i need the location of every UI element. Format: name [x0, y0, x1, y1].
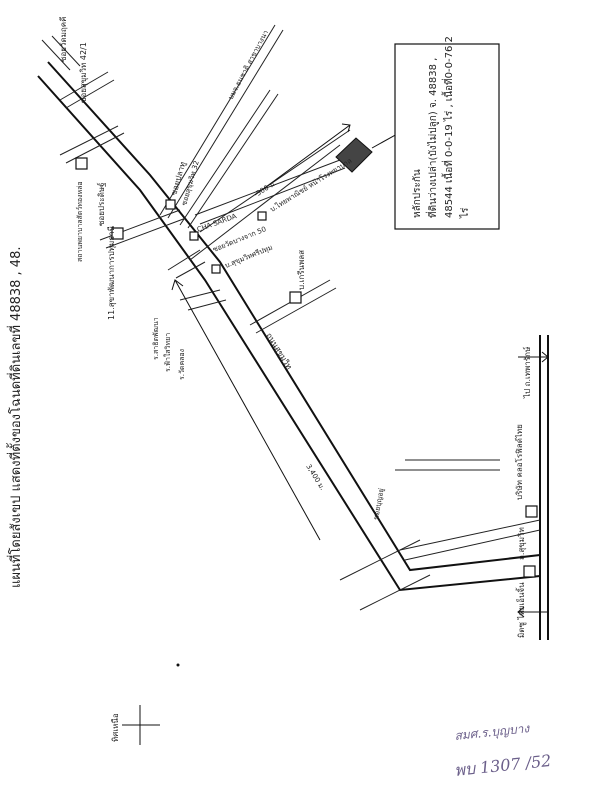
- label-bottom-left: มิตซู ไทยเอ็นจิ้น: [515, 582, 527, 638]
- label-soi-left2: ซอยประดิษฐ์: [96, 183, 106, 226]
- label-soi-top2: ซอยสุขุมวิท 42/1: [79, 42, 88, 103]
- label-tesco: ไป ถ.เทพารักษ์: [522, 347, 532, 399]
- direction-arrows: [171, 123, 549, 618]
- label-soi-lower: ซอยบุญอยู่: [372, 488, 385, 521]
- label-company: บริษัท คลอโรฟิลด์ไทย: [514, 424, 524, 500]
- handwritten-reference: พบ 1307 /52: [453, 751, 552, 780]
- label-rd-mid: บ.สุขุมวิทศรีปทุม: [224, 243, 274, 269]
- box-line-3: 48544 เนื้อที่ 0-0-19 ไร่ , เนื้อที่0-0-…: [441, 36, 455, 218]
- label-school3: ร.วัดคลอง: [178, 349, 186, 380]
- right-vertical-road: [539, 335, 549, 640]
- landmark-squares: [75, 157, 538, 578]
- label-pb-thanathon: บมจ.ธนชาติ สาขาบางนา: [227, 29, 270, 101]
- box-line-4: ไร่: [459, 207, 471, 219]
- map-title: แผนที่โดยสังเขป แสดงที่ตั้งของโฉนดที่ดิน…: [6, 247, 24, 589]
- north-label: ทิศเหนือ: [111, 713, 120, 742]
- label-main-lower: ถ.สุขุมวิท: [517, 527, 526, 560]
- label-office-left: สถานพยาบาลสัตว์ทองหล่อ: [76, 181, 84, 262]
- box-line-1: หลักประกัน: [412, 169, 423, 218]
- box-line-2: ที่ดินว่างเปล่า(บังไม่ปลูก) จ. 48838 ,: [425, 58, 439, 218]
- north-indicator: [122, 705, 160, 745]
- label-soi-top1: ซอยวัดมฤคคี: [59, 17, 68, 62]
- label-house: บ.เกรีนพลส: [297, 250, 306, 290]
- label-pawn: 11.สุขาพัฒนาการปทุมธานี: [107, 225, 116, 320]
- label-school2: ร.ฟ้าใสวิทยา: [163, 333, 172, 372]
- collateral-info-box: หลักประกัน ที่ดินว่างเปล่า(บังไม่ปลูก) จ…: [394, 36, 500, 230]
- label-main-road: ถนนสุขุมวิท: [264, 331, 293, 371]
- label-school1: ร.สาธิตพัฒนา: [152, 317, 160, 360]
- handwritten-signature: สมศ.ร.บุญบาง: [454, 721, 531, 744]
- label-bank-right: บ.ไทยพาณิชย์ หน้าโรงพยาบาล: [268, 156, 353, 214]
